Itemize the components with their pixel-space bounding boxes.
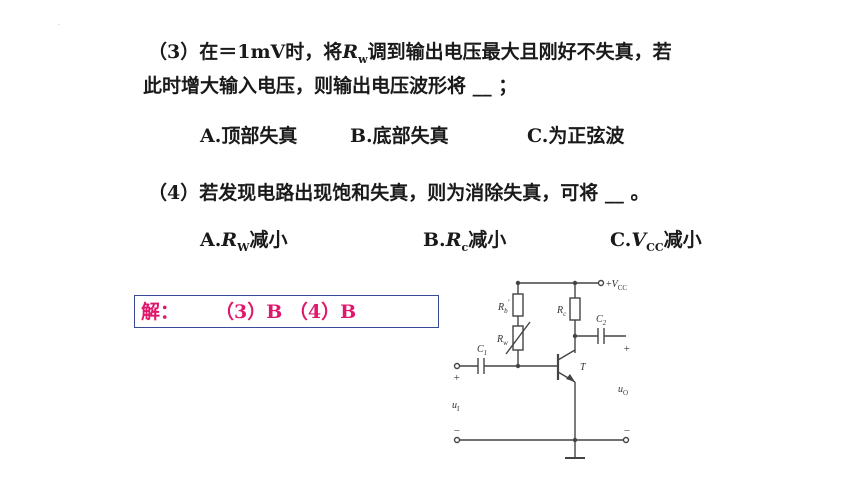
rb-label: Rb′ — [497, 298, 510, 315]
vcc-label: +VCC — [606, 279, 627, 292]
answer-label: 解： — [141, 301, 180, 323]
uo-label: uO — [618, 384, 628, 397]
transistor-collector — [557, 349, 576, 361]
rw-label: Rw — [496, 334, 508, 347]
transistor-label: T — [580, 362, 587, 373]
q4-line: （4）若发现电路出现饱和失真，则为消除失真，可将 __ 。 — [148, 182, 650, 204]
rw-arrow — [505, 321, 531, 355]
rb-resistor — [512, 293, 524, 317]
circuit-diagram: +VCC Rb′ Rw Rc C2 C1 T + − + − uI uO — [452, 279, 630, 459]
q4-option-a: A.RW减小 — [200, 229, 288, 254]
q3-option-c: C.为正弦波 — [527, 125, 625, 147]
q4-option-b: B.Rc减小 — [423, 229, 507, 254]
q3-line-1: （3）在＝1mV时，将Rw调到输出电压最大且刚好不失真，若 — [148, 41, 672, 66]
output-terminal-minus — [622, 436, 630, 444]
q3-line-2: 此时增大输入电压，则输出电压波形将 __ ； — [143, 75, 518, 97]
rc-resistor — [569, 297, 581, 321]
answer-box — [134, 295, 439, 328]
output-minus-sign: − — [623, 425, 630, 437]
input-terminal-plus — [453, 362, 461, 370]
output-plus-sign: + — [623, 343, 630, 355]
ui-label: uI — [452, 400, 460, 413]
vcc-terminal — [597, 279, 605, 287]
input-terminal-minus — [453, 436, 461, 444]
rc-label: Rc — [556, 305, 567, 318]
q4-option-c: C.VCC减小 — [610, 229, 702, 254]
answer-text: （3）B （4）B — [215, 301, 357, 323]
q3-option-a: A.顶部失真 — [200, 125, 298, 147]
emitter-arrow — [566, 374, 575, 382]
decorative-dot: · — [58, 22, 60, 29]
c2-label: C2 — [596, 314, 607, 327]
input-plus-sign: + — [453, 372, 460, 384]
c1-label: C1 — [477, 344, 487, 357]
input-minus-sign: − — [453, 425, 460, 437]
q3-option-b: B.底部失真 — [350, 125, 449, 147]
